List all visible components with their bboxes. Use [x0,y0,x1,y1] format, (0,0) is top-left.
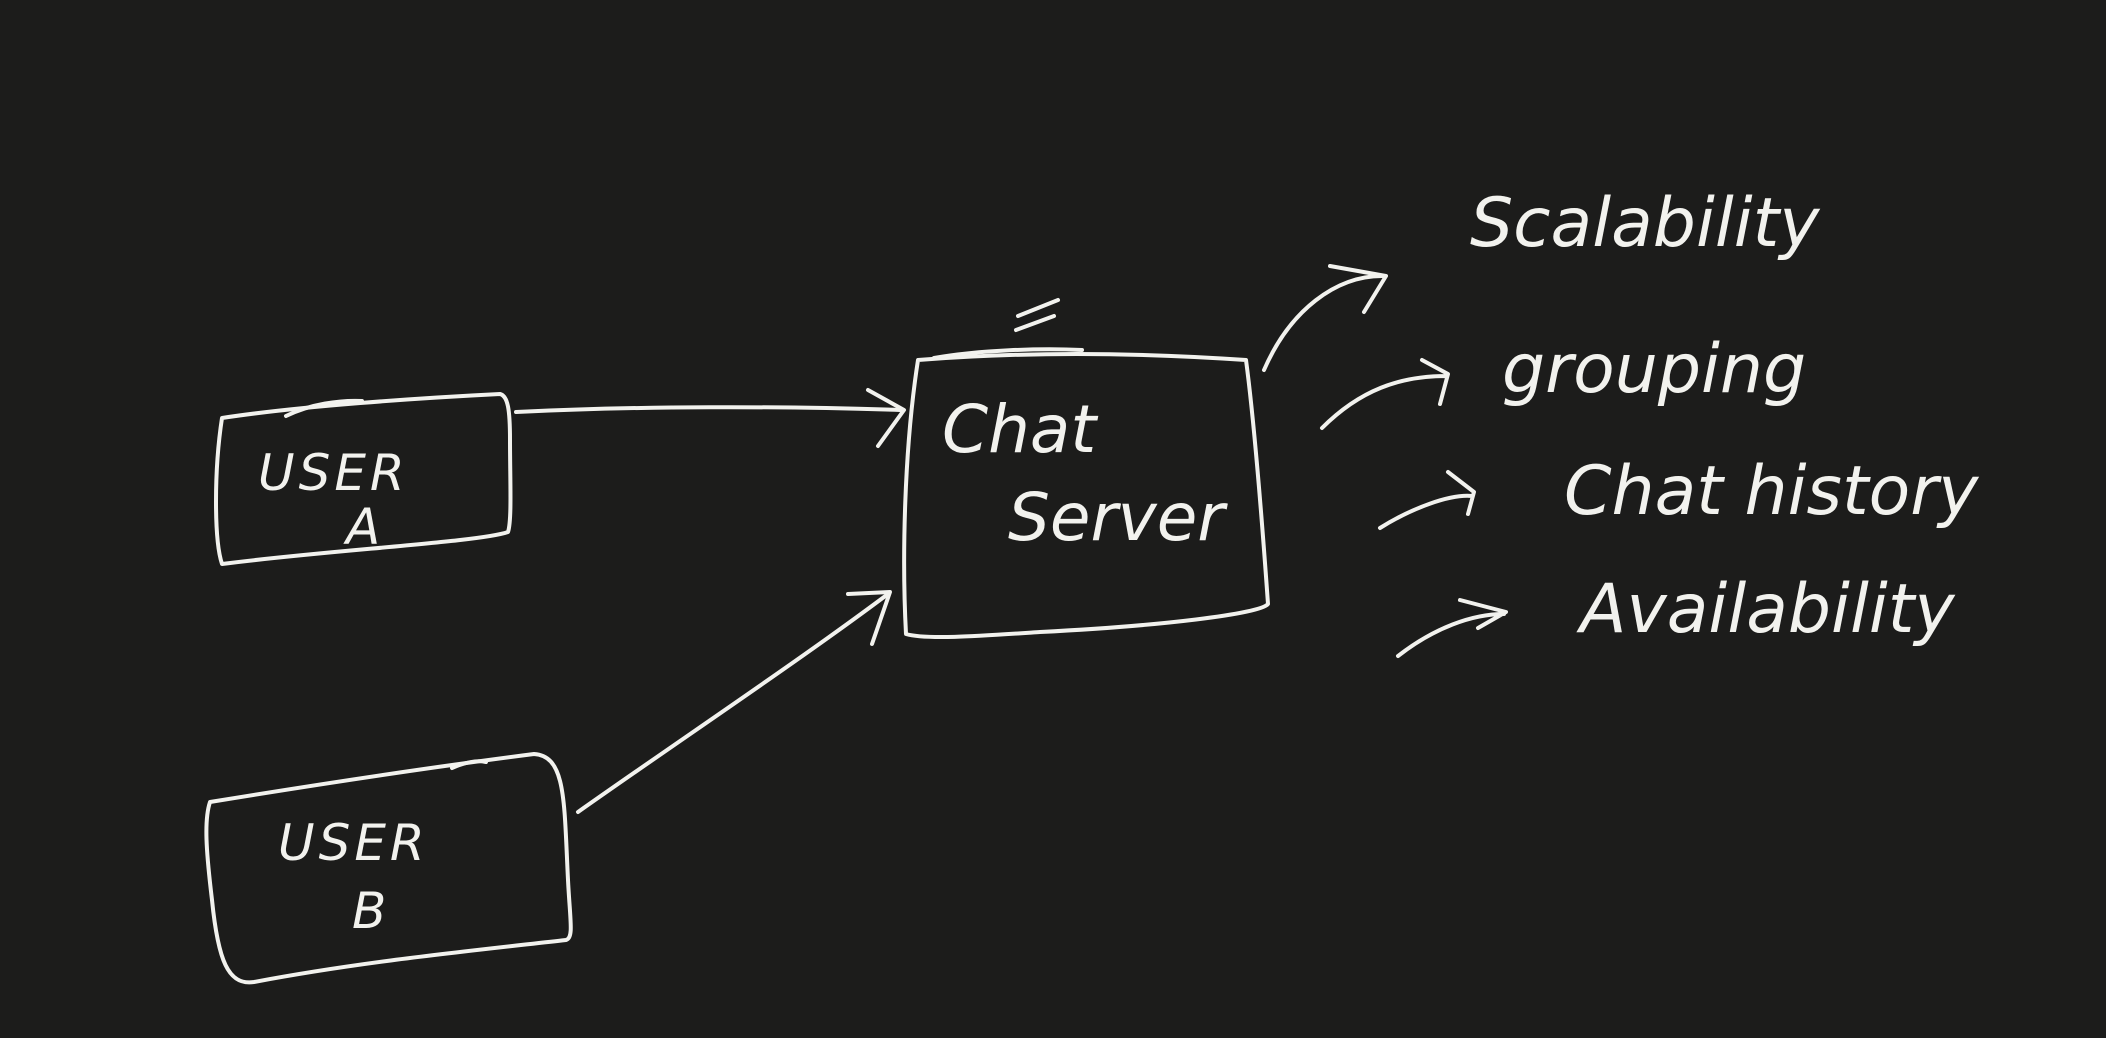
user-b-node: USER B [204,752,573,985]
user-b-box-tick [450,759,488,770]
requirement-availability: Availability [1576,570,1955,649]
chat-server-box [902,352,1270,640]
user-b-label-line1: USER [278,814,429,872]
chat-server-top-stroke [932,347,1084,360]
user-a-box-tick [284,398,364,418]
user-a-node: USER A [214,392,513,566]
arrow-user-b-head [846,590,892,646]
requirement-grouping: grouping [1502,330,1806,409]
arrow-user-a-shaft [514,405,902,414]
arrow-user-a-head [866,388,906,448]
requirement-arrow-4 [1396,598,1508,658]
user-b-label-line2: B [352,882,390,940]
chat-server-emphasis-marks [1014,298,1060,332]
requirement-arrows [1262,264,1508,658]
user-a-label-line1: USER [258,444,409,502]
requirement-chat-history: Chat history [1564,452,1979,531]
chat-server-label-line2: Server [1008,479,1228,556]
arrow-user-b-shaft [576,592,890,814]
requirement-arrow-3 [1378,470,1476,530]
requirement-arrow-1 [1262,264,1388,372]
user-a-label-line2: A [343,498,384,556]
chat-server-label-line1: Chat [942,391,1098,468]
requirement-scalability: Scalability [1470,184,1820,263]
chat-server-node: Chat Server [902,298,1270,640]
arrow-user-b-to-server [576,590,892,814]
requirements-list: Scalability grouping Chat history Availa… [1470,184,1979,649]
requirement-arrow-2 [1320,358,1450,430]
user-a-box [214,392,513,566]
arrow-user-a-to-server [514,388,906,448]
